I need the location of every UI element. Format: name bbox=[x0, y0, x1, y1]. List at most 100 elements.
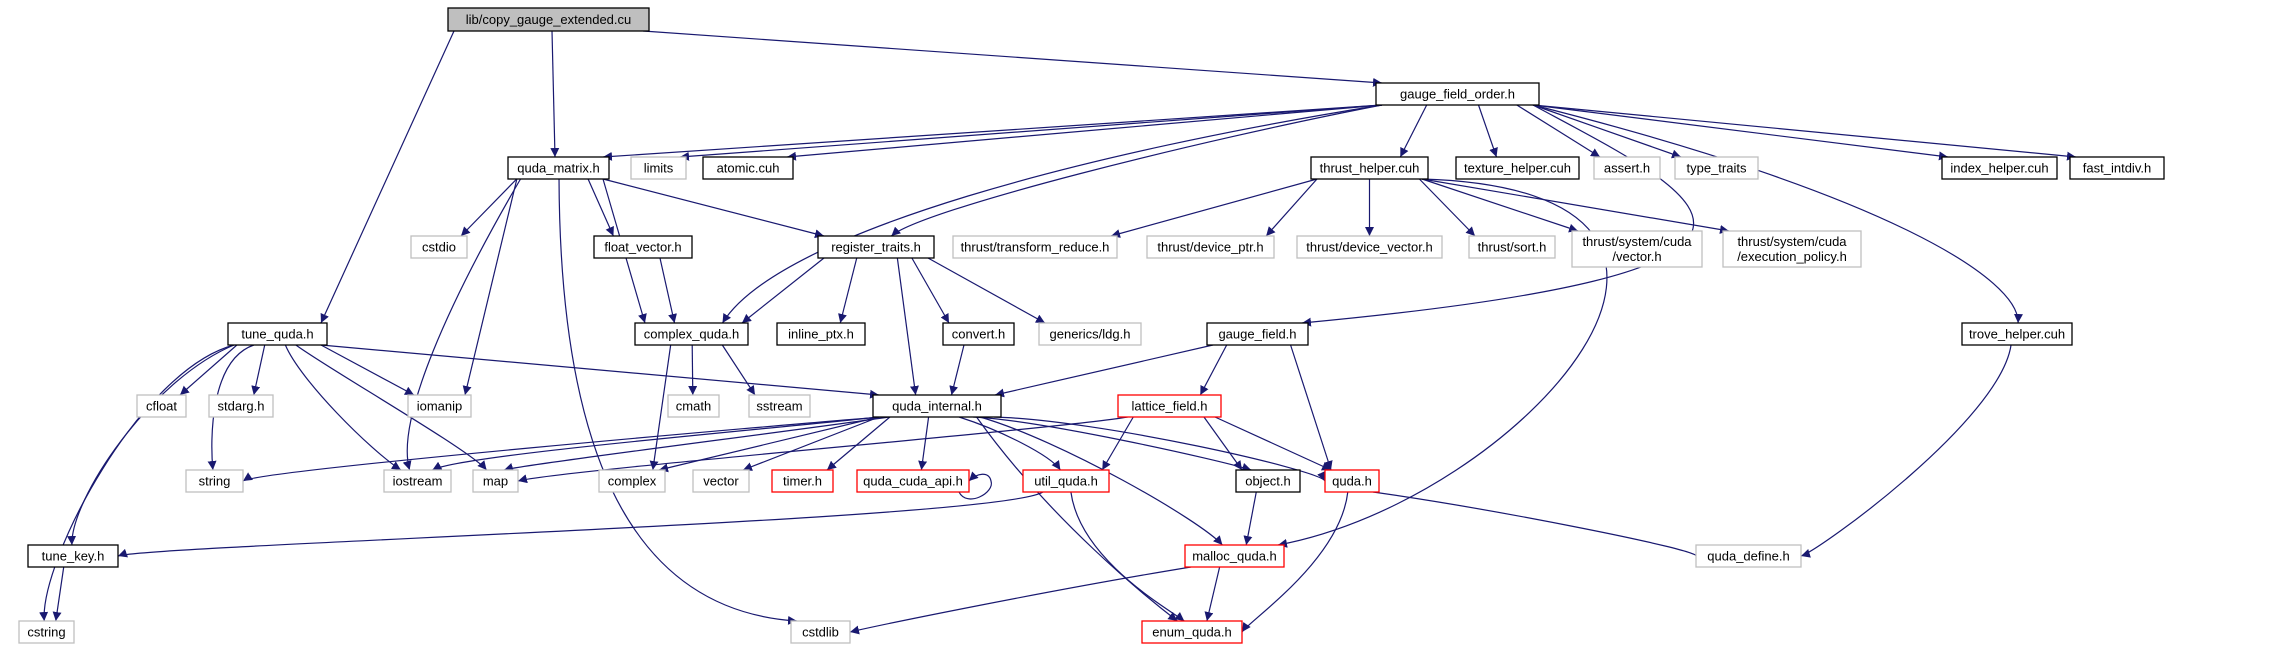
edge-path bbox=[517, 416, 1128, 484]
edge-path bbox=[602, 178, 825, 239]
edge-tune-quda-h-to-iostream bbox=[284, 344, 402, 471]
node-cfloat: cfloat bbox=[136, 394, 187, 418]
node-gauge-field-order-h[interactable]: gauge_field_order.h bbox=[1375, 82, 1540, 106]
edge-quda-matrix-h-to-register-traits-h bbox=[602, 178, 825, 239]
edge-path bbox=[1204, 566, 1221, 622]
node-label: object.h bbox=[1245, 474, 1291, 489]
node-complex-quda-h[interactable]: complex_quda.h bbox=[634, 322, 749, 346]
edge-path bbox=[462, 178, 518, 396]
node-texture-helper-cuh[interactable]: texture_helper.cuh bbox=[1455, 156, 1580, 180]
node-box bbox=[407, 394, 472, 418]
node-label: string bbox=[199, 474, 231, 489]
node-stdarg-h: stdarg.h bbox=[208, 394, 274, 418]
node-box bbox=[208, 394, 274, 418]
node-box bbox=[748, 394, 811, 418]
edge-path bbox=[460, 178, 518, 237]
node-box bbox=[1146, 235, 1275, 259]
edge-path bbox=[1277, 178, 1608, 548]
node-label: quda_cuda_api.h bbox=[863, 474, 963, 489]
node-tune-quda-h[interactable]: tune_quda.h bbox=[227, 322, 328, 346]
node-label: fast_intdiv.h bbox=[2083, 161, 2151, 176]
node-lattice-field-h[interactable]: lattice_field.h bbox=[1117, 394, 1222, 418]
edge-convert-h-to-quda-internal-h bbox=[949, 344, 965, 396]
node-box bbox=[1296, 235, 1443, 259]
node-label: atomic.cuh bbox=[717, 161, 780, 176]
node-quda-matrix-h[interactable]: quda_matrix.h bbox=[507, 156, 610, 180]
node-float-vector-h[interactable]: float_vector.h bbox=[593, 235, 693, 259]
edge-path bbox=[1199, 344, 1228, 396]
node-box bbox=[692, 469, 750, 493]
node-box bbox=[1375, 82, 1540, 106]
edge-path bbox=[918, 416, 930, 471]
node-label: iostream bbox=[393, 474, 443, 489]
node-copy-gauge-extended-cu[interactable]: lib/copy_gauge_extended.cu bbox=[447, 7, 650, 32]
node-gauge-field-h[interactable]: gauge_field.h bbox=[1206, 322, 1309, 346]
edge-tune-quda-h-to-tune-key-h bbox=[67, 344, 235, 546]
node-box bbox=[1571, 230, 1703, 268]
node-box bbox=[702, 156, 794, 180]
node-atomic-cuh[interactable]: atomic.cuh bbox=[702, 156, 794, 180]
edge-path bbox=[39, 344, 235, 622]
edge-complex-quda-h-to-complex bbox=[649, 344, 672, 471]
edge-path bbox=[402, 178, 522, 471]
edge-thrust-helper-cuh-to-thrust-device-ptr-h bbox=[1265, 178, 1318, 237]
edge-path bbox=[320, 344, 415, 396]
node-object-h[interactable]: object.h bbox=[1235, 469, 1301, 493]
edge-path bbox=[958, 416, 1061, 471]
node-box bbox=[185, 469, 244, 493]
node-quda-internal-h[interactable]: quda_internal.h bbox=[872, 394, 1002, 418]
edge-path bbox=[320, 344, 880, 399]
node-quda-h[interactable]: quda.h bbox=[1324, 469, 1380, 493]
edge-path bbox=[958, 471, 992, 500]
node-box bbox=[507, 156, 610, 180]
node-label: generics/ldg.h bbox=[1050, 327, 1131, 342]
node-limits: limits bbox=[630, 156, 687, 180]
node-label: util_quda.h bbox=[1034, 474, 1098, 489]
edge-thrust-helper-cuh-to-malloc-quda-h bbox=[1277, 178, 1608, 548]
edge-gauge-field-order-h-to-texture-helper-cuh bbox=[1477, 104, 1498, 158]
node-label: assert.h bbox=[1604, 161, 1650, 176]
node-box bbox=[410, 235, 468, 259]
node-thrust-helper-cuh[interactable]: thrust_helper.cuh bbox=[1310, 156, 1429, 180]
edge-path bbox=[1418, 178, 1476, 237]
edge-lattice-field-h-to-quda-h bbox=[1214, 416, 1332, 471]
edge-path bbox=[320, 30, 455, 324]
node-quda-cuda-api-h[interactable]: quda_cuda_api.h bbox=[856, 469, 970, 493]
node-box bbox=[598, 469, 666, 493]
node-register-traits-h[interactable]: register_traits.h bbox=[817, 235, 935, 259]
node-tune-key-h[interactable]: tune_key.h bbox=[27, 544, 119, 568]
edge-register-traits-h-to-convert-h bbox=[911, 257, 950, 324]
node-label: tune_key.h bbox=[42, 549, 105, 564]
edge-path bbox=[1372, 491, 1705, 557]
node-box bbox=[383, 469, 452, 493]
node-util-quda-h[interactable]: util_quda.h bbox=[1022, 469, 1110, 493]
node-box bbox=[771, 469, 834, 493]
node-label: sstream bbox=[756, 399, 802, 414]
node-index-helper-cuh[interactable]: index_helper.cuh bbox=[1941, 156, 2058, 180]
edge-util-quda-h-to-tune-key-h bbox=[117, 491, 1044, 558]
node-label: register_traits.h bbox=[831, 240, 921, 255]
edge-path bbox=[838, 257, 858, 324]
edge-quda-cuda-api-h-to-quda-cuda-api-h bbox=[958, 471, 992, 500]
nodes-layer: lib/copy_gauge_extended.cu gauge_field_or… bbox=[18, 7, 2165, 644]
edge-thrust-helper-cuh-to-thrust-system-cuda-execution-policy-h bbox=[1421, 178, 1730, 234]
node-fast-intdiv-h[interactable]: fast_intdiv.h bbox=[2069, 156, 2165, 180]
node-enum-quda-h[interactable]: enum_quda.h bbox=[1141, 620, 1243, 644]
node-trove-helper-cuh[interactable]: trove_helper.cuh bbox=[1961, 322, 2073, 346]
node-box bbox=[1141, 620, 1243, 644]
edge-thrust-helper-cuh-to-thrust-transform-reduce-h bbox=[1110, 178, 1318, 238]
edge-quda-internal-h-to-malloc-quda-h bbox=[979, 416, 1223, 546]
node-box bbox=[1206, 322, 1309, 346]
node-label: timer.h bbox=[783, 474, 822, 489]
node-timer-h[interactable]: timer.h bbox=[771, 469, 834, 493]
node-convert-h[interactable]: convert.h bbox=[942, 322, 1015, 346]
node-box bbox=[1022, 469, 1110, 493]
node-label: cstring bbox=[27, 625, 65, 640]
edge-tune-quda-h-to-cfloat bbox=[179, 344, 238, 396]
node-label: cstdio bbox=[422, 240, 456, 255]
node-box bbox=[776, 322, 866, 346]
node-malloc-quda-h[interactable]: malloc_quda.h bbox=[1184, 544, 1285, 568]
edge-quda-matrix-h-to-iomanip bbox=[462, 178, 518, 396]
node-inline-ptx-h[interactable]: inline_ptx.h bbox=[776, 322, 866, 346]
